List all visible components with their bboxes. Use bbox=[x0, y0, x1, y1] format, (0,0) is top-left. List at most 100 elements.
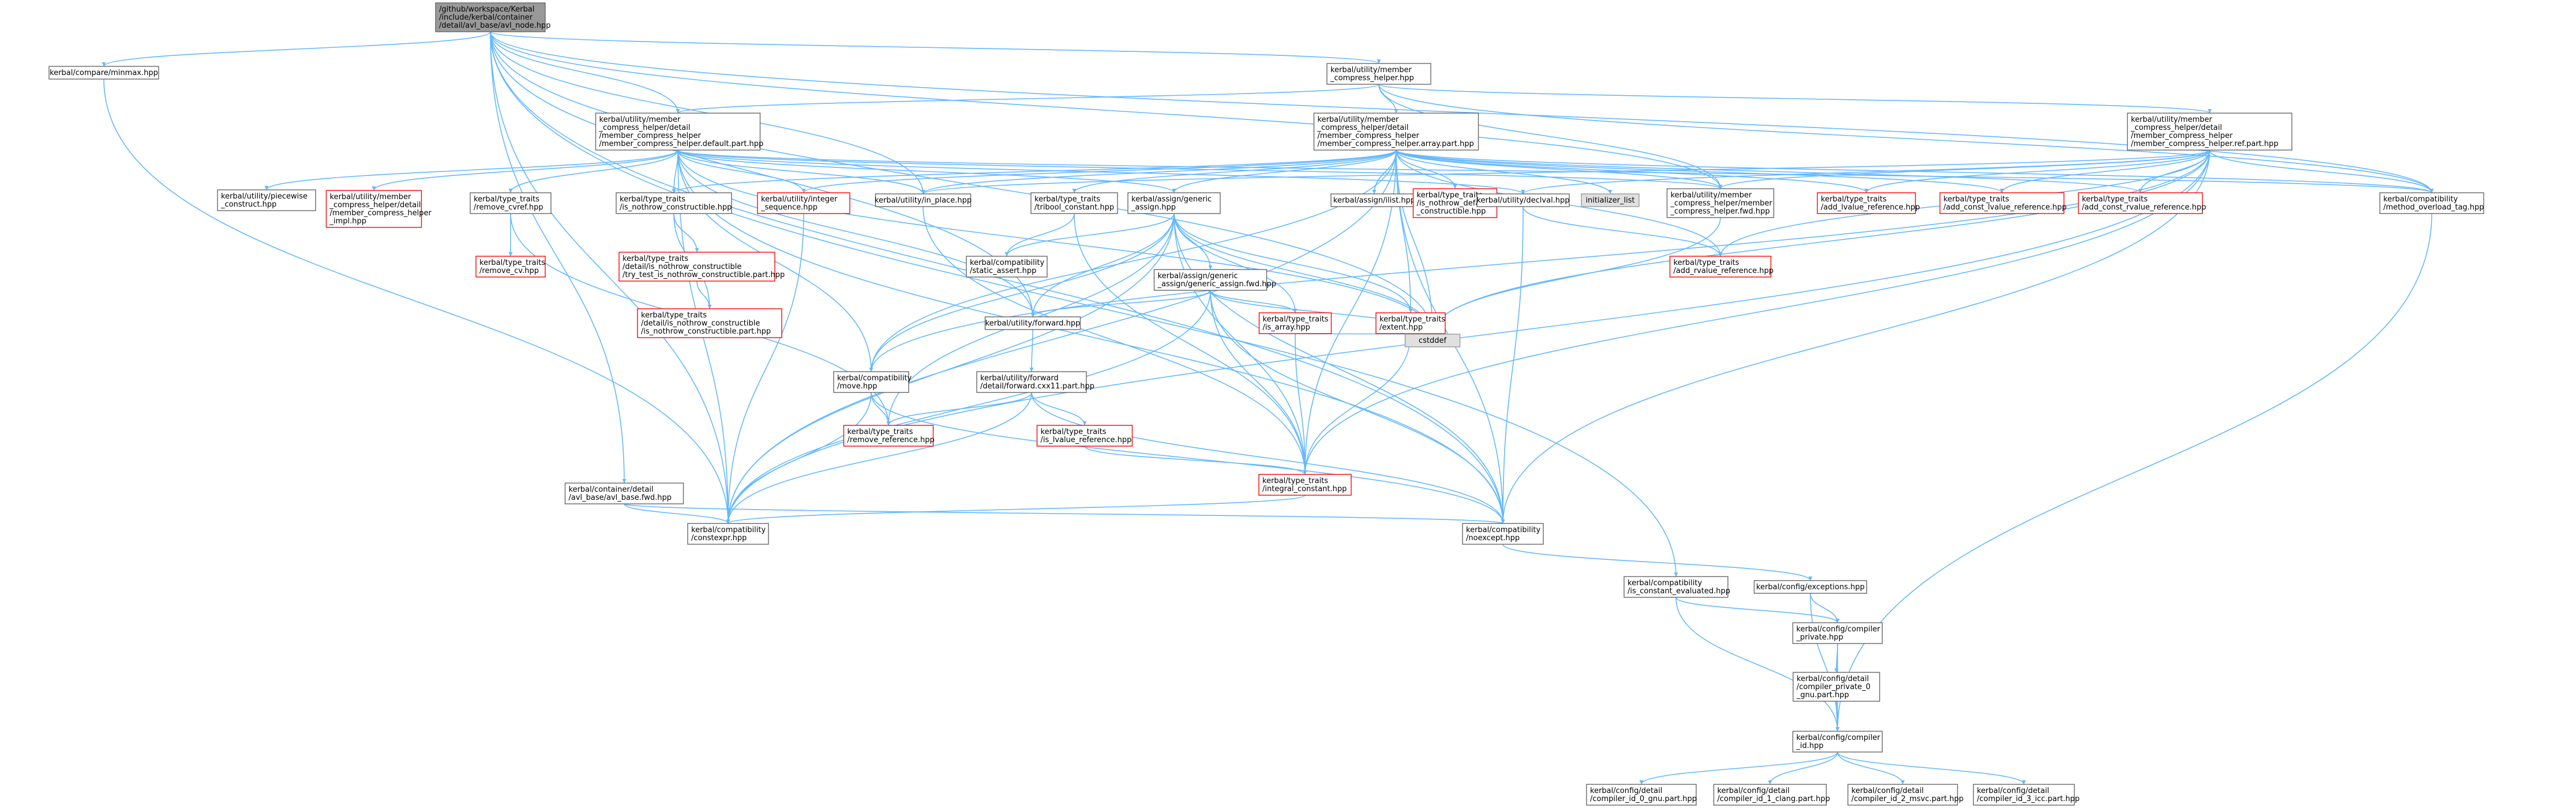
edge-arrowhead bbox=[1029, 368, 1034, 372]
node-add-rvalue-reference[interactable]: kerbal/type_traits/add_rvalue_reference.… bbox=[1669, 256, 1774, 278]
node-compiler-private-gnu[interactable]: kerbal/config/detail/compiler_private_0_… bbox=[1793, 672, 1880, 702]
edge-mch_default-to-method_overload_tag bbox=[677, 149, 2432, 193]
node-generic-assign-fwd[interactable]: kerbal/assign/generic_assign/generic_ass… bbox=[1153, 269, 1276, 291]
node-label-line: kerbal/assign/generic bbox=[1131, 195, 1212, 204]
node-move[interactable]: kerbal/compatibility/move.hpp bbox=[833, 371, 912, 393]
node-mch[interactable]: kerbal/utility/member_compress_helper.hp… bbox=[1326, 63, 1431, 85]
edge-arrowhead bbox=[372, 186, 376, 190]
node-integer-sequence[interactable]: kerbal/utility/integer_sequence.hpp bbox=[757, 192, 850, 214]
node-label-line: /is_constant_evaluated.hpp bbox=[1628, 587, 1730, 596]
node-label-line: _construct.hpp bbox=[220, 200, 276, 209]
edge-arrowhead bbox=[1082, 421, 1087, 425]
node-remove-cvref[interactable]: kerbal/type_traits/remove_cvref.hpp bbox=[470, 192, 552, 214]
node-inc-part[interactable]: kerbal/type_traits/detail/is_nothrow_con… bbox=[637, 308, 782, 338]
node-label-line: kerbal/type_traits bbox=[1821, 195, 1887, 204]
node-box bbox=[1375, 312, 1446, 334]
node-forward[interactable]: kerbal/utility/forward.hpp bbox=[984, 316, 1081, 330]
node-noexcept[interactable]: kerbal/compatibility/noexcept.hpp bbox=[1462, 523, 1544, 545]
edge-noexcept-to-exceptions bbox=[1502, 544, 1811, 581]
edge-mch_array-to-mch_fwd bbox=[1396, 149, 1721, 189]
node-label-line: kerbal/type_traits bbox=[848, 428, 913, 436]
node-tribool[interactable]: kerbal/type_traits/tribool_constant.hpp bbox=[1030, 192, 1118, 214]
node-label-line: /compiler_id_2_msvc.part.hpp bbox=[1851, 795, 1964, 803]
edge-generic_assign-to-forward bbox=[1032, 213, 1175, 317]
node-exceptions[interactable]: kerbal/config/exceptions.hpp bbox=[1753, 580, 1868, 594]
node-piecewise[interactable]: kerbal/utility/piecewise_construct.hpp bbox=[217, 189, 316, 211]
node-label-line: kerbal/utility/member bbox=[1671, 191, 1753, 200]
edge-arrowhead bbox=[2207, 109, 2212, 113]
node-label-line: /member_compress_helper.default.part.hpp bbox=[599, 140, 764, 148]
node-mch-array[interactable]: kerbal/utility/member_compress_helper/de… bbox=[1313, 113, 1479, 151]
edge-generic_assign-to-constexpr bbox=[728, 213, 1175, 524]
node-method-overload-tag[interactable]: kerbal/compatibility/method_overload_tag… bbox=[2379, 192, 2484, 214]
node-label-line: kerbal/utility/in_place.hpp bbox=[875, 196, 972, 205]
edge-mch-to-method_overload_tag bbox=[1378, 84, 2432, 193]
node-integral-constant[interactable]: kerbal/type_traits/integral_constant.hpp bbox=[1258, 474, 1352, 496]
node-forward-cxx11[interactable]: kerbal/utility/forward/detail/forward.cx… bbox=[976, 371, 1094, 393]
node-static-assert[interactable]: kerbal/compatibility/static_assert.hpp bbox=[966, 256, 1048, 278]
node-label-line: kerbal/type_traits bbox=[1379, 315, 1445, 324]
node-box bbox=[1939, 192, 2065, 214]
edge-avl_node-to-cstddef bbox=[490, 31, 1433, 335]
edge-arrowhead bbox=[1501, 519, 1505, 523]
node-label-line: kerbal/type_traits bbox=[1944, 195, 2009, 204]
node-initializer-list[interactable]: initializer_list bbox=[1581, 193, 1640, 207]
edge-mch-to-mch_default bbox=[677, 84, 1379, 114]
node-is-nothrow-constructible[interactable]: kerbal/type_traits/is_nothrow_constructi… bbox=[616, 192, 732, 214]
node-declval[interactable]: kerbal/utility/declval.hpp bbox=[1476, 193, 1570, 207]
edge-mch_ref-to-cstddef bbox=[1432, 149, 2210, 335]
node-add-lvalue-reference[interactable]: kerbal/type_traits/add_lvalue_reference.… bbox=[1817, 192, 1920, 214]
edge-arrowhead bbox=[1030, 313, 1035, 317]
node-ilist[interactable]: kerbal/assign/ilist.hpp bbox=[1330, 193, 1418, 207]
node-cid-icc[interactable]: kerbal/config/detail/compiler_id_3_icc.p… bbox=[1973, 784, 2080, 806]
node-label-line: /is_nothrow_constructible.part.hpp bbox=[641, 327, 771, 336]
node-label-line: /detail/is_nothrow_constructible bbox=[641, 319, 760, 328]
node-is-constant-evaluated[interactable]: kerbal/compatibility/is_constant_evaluat… bbox=[1623, 576, 1730, 598]
node-label-line: kerbal/utility/member bbox=[330, 193, 412, 201]
node-remove-reference[interactable]: kerbal/type_traits/remove_reference.hpp bbox=[843, 425, 935, 447]
node-mch-ref[interactable]: kerbal/utility/member_compress_helper/de… bbox=[2127, 113, 2293, 151]
node-box bbox=[1666, 188, 1775, 218]
edge-mch_array-to-integer_sequence bbox=[803, 149, 1397, 193]
node-inc-try-test[interactable]: kerbal/type_traits/detail/is_nothrow_con… bbox=[618, 252, 785, 282]
node-is-lvalue-reference[interactable]: kerbal/type_traits/is_lvalue_reference.h… bbox=[1036, 425, 1133, 447]
node-box bbox=[1793, 672, 1880, 702]
edge-avl_node-to-mch_fwd bbox=[490, 31, 1721, 189]
node-is-array[interactable]: kerbal/type_traits/is_array.hpp bbox=[1258, 312, 1332, 334]
node-label-line: _compress_helper/member bbox=[1670, 199, 1773, 208]
node-compiler-id[interactable]: kerbal/config/compiler_id.hpp bbox=[1792, 731, 1883, 753]
node-avl-base-fwd[interactable]: kerbal/container/detail/avl_base/avl_bas… bbox=[564, 482, 684, 504]
node-add-const-lvalue-reference[interactable]: kerbal/type_traits/add_const_lvalue_refe… bbox=[1939, 192, 2067, 214]
edge-method_overload_tag-to-compiler_id bbox=[1837, 213, 2432, 732]
node-cid-msvc[interactable]: kerbal/config/detail/compiler_id_2_msvc.… bbox=[1847, 784, 1964, 806]
node-constexpr[interactable]: kerbal/compatibility/constexpr.hpp bbox=[687, 523, 769, 545]
node-remove-cv[interactable]: kerbal/type_traits/remove_cv.hpp bbox=[475, 256, 546, 278]
node-label-line: /avl_base/avl_base.fwd.hpp bbox=[569, 493, 672, 502]
edge-arrowhead bbox=[2429, 189, 2434, 193]
edge-mch_ref-to-integral_constant bbox=[1304, 149, 2210, 475]
node-label-line: /member_compress_helper bbox=[2131, 132, 2233, 140]
node-add-const-rvalue-reference[interactable]: kerbal/type_traits/add_const_rvalue_refe… bbox=[2078, 192, 2206, 214]
node-cid-gnu[interactable]: kerbal/config/detail/compiler_id_0_gnu.p… bbox=[1586, 784, 1697, 806]
node-mch-default[interactable]: kerbal/utility/member_compress_helper/de… bbox=[595, 113, 764, 151]
node-mch-impl[interactable]: kerbal/utility/member_compress_helper/de… bbox=[325, 190, 432, 228]
node-mch-fwd[interactable]: kerbal/utility/member_compress_helper/me… bbox=[1666, 188, 1775, 218]
edge-compiler_id-to-cid_msvc bbox=[1837, 751, 1903, 785]
edge-avl_node-to-mch bbox=[490, 31, 1379, 64]
edge-mch_fwd-to-cstddef bbox=[1432, 217, 1721, 335]
node-compiler-private[interactable]: kerbal/config/compiler_private.hpp bbox=[1792, 622, 1883, 644]
node-label-line: kerbal/utility/piecewise bbox=[221, 192, 308, 201]
node-box bbox=[875, 193, 972, 207]
node-cid-clang[interactable]: kerbal/config/detail/compiler_id_1_clang… bbox=[1713, 784, 1830, 806]
edge-generic_assign-to-cstddef bbox=[1173, 213, 1433, 335]
node-avl-node[interactable]: /github/workspace/Kerbal/include/kerbal/… bbox=[435, 2, 551, 32]
node-generic-assign[interactable]: kerbal/assign/generic_assign.hpp bbox=[1127, 192, 1221, 214]
node-cstddef[interactable]: cstddef bbox=[1404, 334, 1461, 347]
node-extent[interactable]: kerbal/type_traits/extent.hpp bbox=[1375, 312, 1446, 334]
edge-move-to-noexcept bbox=[871, 392, 1503, 524]
node-minmax[interactable]: kerbal/compare/minmax.hpp bbox=[48, 66, 159, 80]
edge-mch_default-to-integer_sequence bbox=[677, 149, 804, 193]
edge-is_constant_evaluated-to-compiler_id bbox=[1675, 597, 1838, 732]
edge-generic_assign_fwd-to-forward bbox=[1032, 290, 1211, 317]
node-in-place[interactable]: kerbal/utility/in_place.hpp bbox=[875, 193, 972, 207]
